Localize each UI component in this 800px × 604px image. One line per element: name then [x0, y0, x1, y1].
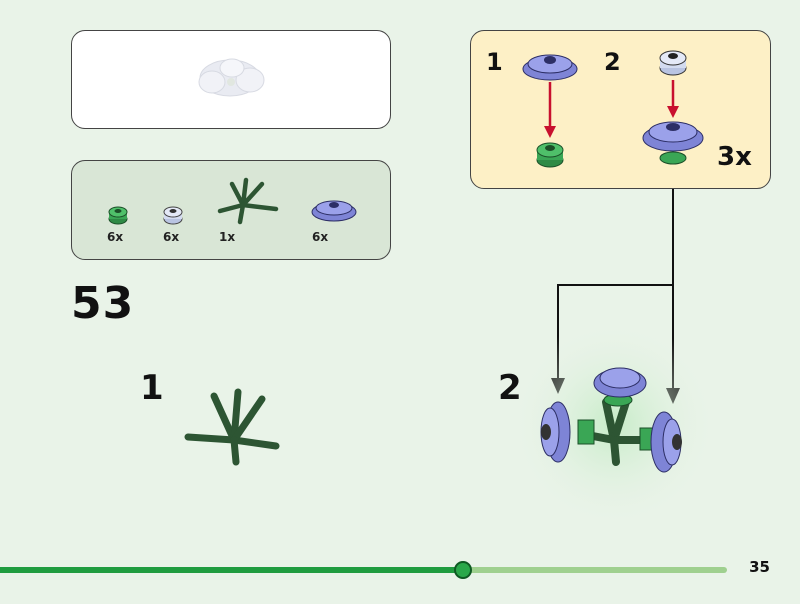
step-1-stem-branch	[184, 388, 280, 466]
part-qty-green-plate: 6x	[107, 230, 124, 244]
sub-step-2-light-blue-plate	[659, 50, 687, 76]
part-qty-stem-branch: 1x	[219, 230, 236, 244]
flower-part-icon	[311, 200, 357, 222]
sub-step-2-assembled-flower	[642, 121, 704, 165]
green-round-plate-icon	[108, 206, 128, 225]
main-step-1-label: 1	[140, 368, 164, 408]
step-2-bouquet	[540, 367, 682, 473]
sub-assembly-panel	[470, 30, 771, 189]
progress-bar	[0, 561, 727, 579]
ghost-model-illustration	[198, 58, 265, 97]
sub-step-2-label: 2	[604, 48, 621, 76]
part-qty-light-blue-plate: 6x	[163, 230, 180, 244]
page-number: 35	[749, 558, 770, 576]
sub-step-1-arrow	[544, 82, 556, 138]
sub-step-2-arrow	[667, 80, 679, 118]
part-qty-flower: 6x	[312, 230, 329, 244]
sub-assembly-multiplier: 3x	[717, 142, 752, 172]
step-number: 53	[71, 278, 135, 329]
light-blue-plate-icon	[163, 206, 183, 225]
sub-step-1-flower	[522, 54, 578, 81]
sub-step-1-label: 1	[486, 48, 503, 76]
sub-step-1-green-plate	[536, 142, 564, 168]
stem-branch-icon	[217, 177, 279, 225]
progress-indicator	[454, 561, 472, 579]
